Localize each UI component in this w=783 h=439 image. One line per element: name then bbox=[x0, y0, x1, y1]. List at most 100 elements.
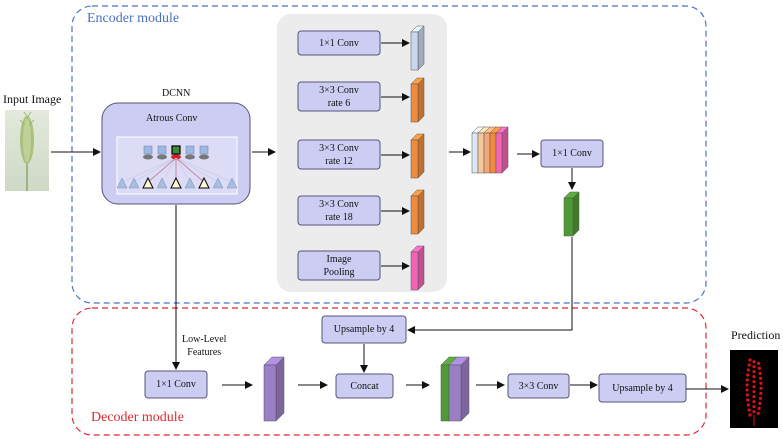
aspp-pooling-line2: Pooling bbox=[323, 266, 355, 278]
atrous-top-unit-2 bbox=[171, 145, 181, 155]
concat-feature-stack bbox=[471, 126, 509, 174]
prediction-pixel-11 bbox=[758, 376, 763, 380]
prediction-pixel-26 bbox=[758, 401, 762, 405]
atrous-conv-label: Atrous Conv bbox=[146, 113, 198, 124]
prediction-pixel-29 bbox=[757, 406, 761, 410]
aspp-bar-1-side bbox=[417, 77, 425, 123]
prediction-pixel-2 bbox=[756, 361, 761, 365]
arrow-encoder-to-upsample bbox=[407, 237, 573, 334]
prediction-pixel-12 bbox=[745, 378, 749, 382]
decoder-purple-slab bbox=[263, 356, 285, 422]
aspp-bar-4-side bbox=[417, 245, 425, 291]
prediction-pixel-8 bbox=[758, 371, 762, 375]
decoder-conv3x3-label: 3×3 Conv bbox=[518, 380, 559, 392]
prediction-pixel-0 bbox=[748, 358, 752, 362]
prediction-pixel-17 bbox=[759, 386, 763, 390]
prediction-pixel-1 bbox=[752, 360, 756, 364]
prediction-pixel-20 bbox=[759, 391, 763, 395]
upsample-top-box bbox=[321, 315, 407, 344]
atrous-triangle-8 bbox=[226, 177, 238, 189]
dcnn-title: DCNN bbox=[162, 88, 191, 99]
concat-purple-layer-side bbox=[460, 356, 470, 422]
low-level-feature-slab bbox=[263, 356, 285, 422]
concat-green-layer-front bbox=[440, 364, 450, 422]
atrous-triangle-4 bbox=[170, 176, 182, 189]
stack-layer-1-front bbox=[477, 132, 485, 174]
atrous-triangle-3 bbox=[156, 177, 168, 189]
prediction-pixel-4 bbox=[752, 365, 756, 369]
encoder-green-slab-side bbox=[572, 191, 580, 237]
prediction-pixel-31 bbox=[752, 410, 756, 414]
aspp-rate6-line1: 3×3 Conv bbox=[319, 84, 359, 96]
atrous-grey-link-5 bbox=[175, 157, 191, 183]
prediction-pixel-14 bbox=[759, 381, 763, 385]
atrous-top-unit-3 bbox=[185, 145, 195, 155]
encoder-output-feature bbox=[563, 191, 580, 237]
atrous-top-unit-0 bbox=[143, 145, 153, 155]
aspp-label-rate18: 3×3 Conv rate 18 bbox=[298, 196, 380, 225]
aspp-box-rate6 bbox=[297, 81, 381, 112]
prediction-image bbox=[730, 350, 778, 428]
aspp-pooling-line1: Image bbox=[326, 253, 352, 265]
prediction-label: Prediction bbox=[731, 328, 781, 342]
encoder-green-slab-front bbox=[563, 197, 574, 237]
atrous-mid-unit-4 bbox=[199, 154, 209, 160]
aspp-bar-3 bbox=[410, 189, 425, 235]
prediction-pixel-15 bbox=[745, 383, 749, 387]
atrous-triangle-7 bbox=[212, 177, 224, 189]
prediction-pixel-3 bbox=[747, 363, 751, 367]
atrous-top-unit-1 bbox=[157, 145, 167, 155]
aspp-bar-2-side bbox=[417, 133, 425, 179]
aspp-bar-1 bbox=[410, 77, 425, 123]
aspp-rate6-line2: rate 6 bbox=[327, 97, 351, 109]
atrous-grey-link-6 bbox=[175, 157, 205, 183]
decoder-conv1x1-box bbox=[144, 370, 208, 399]
input-image-label: Input Image bbox=[3, 92, 62, 106]
atrous-top-unit-4 bbox=[199, 145, 209, 155]
encoder-module-frame bbox=[71, 5, 707, 304]
aspp-box-rate12 bbox=[297, 139, 381, 170]
atrous-triangle-0 bbox=[116, 177, 128, 189]
atrous-triangle-2 bbox=[142, 176, 154, 189]
input-image bbox=[5, 110, 49, 191]
aspp-box-1x1 bbox=[297, 30, 381, 56]
aspp-bar-2-front bbox=[410, 139, 419, 179]
decoder-conv3x3-box bbox=[507, 373, 570, 399]
prediction-pixel-16 bbox=[752, 385, 756, 389]
stack-layer-4 bbox=[495, 126, 509, 174]
aspp-box-pooling bbox=[297, 250, 381, 281]
upsample-top-label: Upsample by 4 bbox=[333, 324, 395, 335]
atrous-triangle-5 bbox=[184, 177, 196, 189]
atrous-grey-link-0 bbox=[121, 157, 177, 183]
atrous-grey-link-3 bbox=[161, 157, 177, 183]
prediction-pixel-18 bbox=[745, 388, 749, 392]
concat-purple-layer-front bbox=[448, 364, 462, 422]
concat-box bbox=[335, 373, 394, 399]
atrous-mid-unit-3 bbox=[185, 154, 195, 160]
aspp-box-rate18 bbox=[297, 195, 381, 226]
prediction-pixel-28 bbox=[752, 405, 756, 409]
aspp-rate18-line2: rate 18 bbox=[325, 211, 353, 223]
concat-purple-layer bbox=[448, 356, 470, 422]
atrous-grey-link-8 bbox=[175, 157, 233, 183]
prediction-pixel-10 bbox=[752, 375, 756, 379]
prediction-pixel-9 bbox=[746, 373, 750, 377]
encoder-module-label: Encoder module bbox=[87, 11, 180, 26]
low-level-line2: Features bbox=[187, 347, 222, 358]
upsample-out-label: Upsample by 4 bbox=[612, 382, 673, 394]
aspp-bar-1-front bbox=[410, 83, 419, 123]
prediction-pixel-25 bbox=[752, 400, 756, 404]
encoder-conv1x1-label: 1×1 Conv bbox=[552, 148, 592, 159]
aspp-label-pooling: Image Pooling bbox=[298, 251, 380, 280]
prediction-pixel-32 bbox=[756, 411, 760, 415]
prediction-pixel-5 bbox=[757, 366, 761, 370]
aspp-bar-4 bbox=[410, 245, 425, 291]
upsample-out-box bbox=[598, 373, 687, 403]
encoder-conv1x1-box bbox=[540, 139, 604, 168]
stack-layer-3-front bbox=[489, 132, 497, 174]
aspp-rate12-line1: 3×3 Conv bbox=[319, 142, 359, 154]
prediction-pixel-23 bbox=[758, 396, 763, 400]
aspp-label-1x1: 1×1 Conv bbox=[298, 31, 380, 55]
